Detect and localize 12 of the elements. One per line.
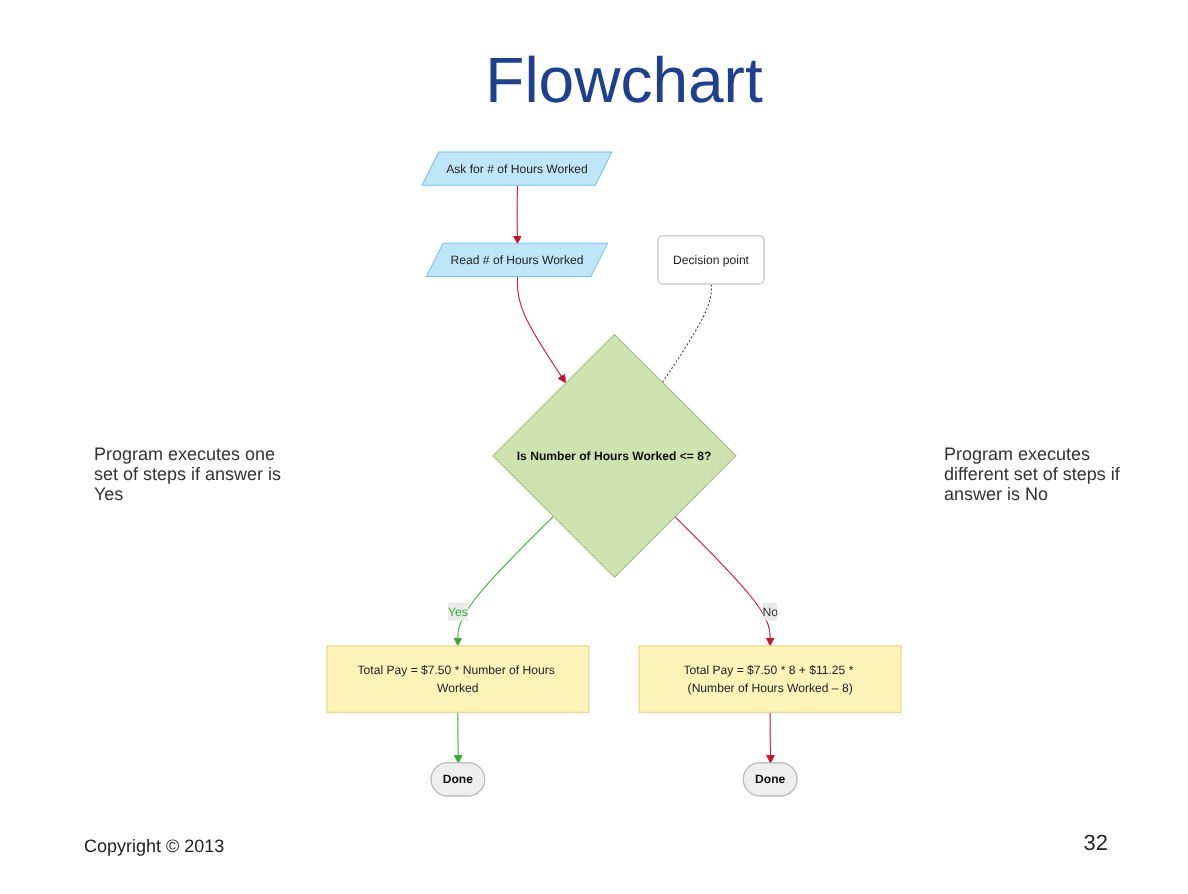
page-number: 32 — [1083, 832, 1108, 856]
slide-title: Flowchart — [483, 44, 765, 118]
arrow — [516, 276, 567, 384]
note-text: Program executes different set of steps if answer is No — [944, 444, 1122, 504]
arrow — [674, 516, 775, 647]
connector — [661, 284, 713, 384]
arrow — [453, 516, 554, 647]
copyright-text: Copyright © 2013 — [84, 836, 225, 856]
note-text: Program executes one set of steps if answer is Yes — [94, 444, 284, 504]
arrow — [512, 185, 522, 245]
arrow — [453, 711, 463, 764]
arrow — [766, 711, 775, 764]
